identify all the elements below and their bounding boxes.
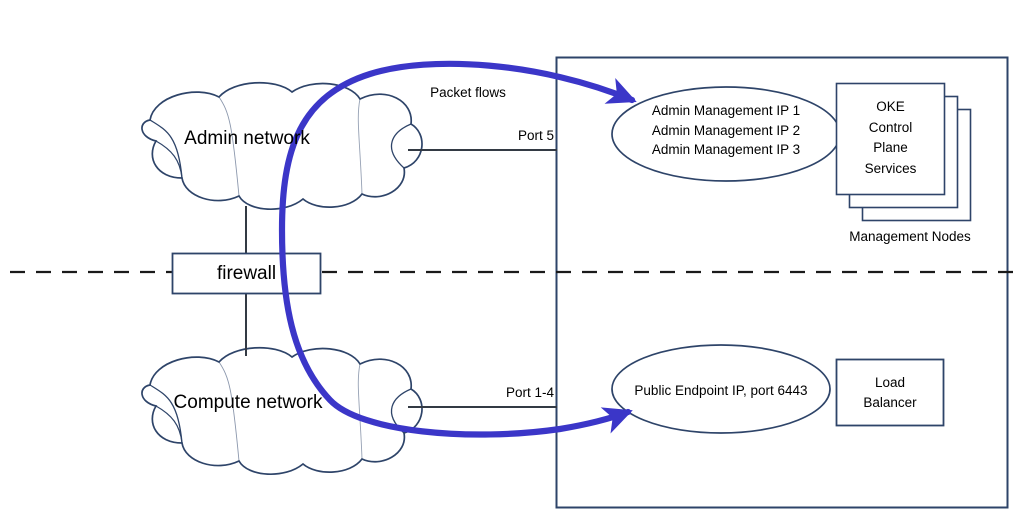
management-nodes-caption: Management Nodes <box>849 229 971 244</box>
compute-network-label: Compute network <box>173 392 323 413</box>
packet-flows-label: Packet flows <box>430 85 506 100</box>
compute-cloud-seam-d <box>357 363 363 460</box>
packet-flow-arrow-path <box>278 60 637 438</box>
admin-cloud-seam-e <box>390 123 412 169</box>
oke-control-plane-services-label: OKE Control Plane Services <box>864 99 917 176</box>
firewall-box <box>171 252 322 295</box>
admin-cloud-seam-c <box>218 96 240 197</box>
admin-cloud-seam-d <box>357 98 363 195</box>
management-node-box-front <box>835 82 946 196</box>
firewall-label: firewall <box>216 263 277 284</box>
load-balancer-label: Load Balancer <box>863 375 917 411</box>
port-1-4-label: Port 1-4 <box>505 385 554 400</box>
admin-cloud-seam-a <box>149 119 183 179</box>
management-region-boundary <box>555 56 1009 509</box>
admin-management-ip-list: Admin Management IP 1 Admin Management I… <box>651 103 801 158</box>
compute-cloud-seam-a <box>149 384 183 444</box>
admin-cloud-seam-b <box>155 140 183 179</box>
port-5-label: Port 5 <box>517 128 554 143</box>
public-endpoint-ip-label: Public Endpoint IP, port 6443 <box>634 383 808 398</box>
compute-cloud-seam-c <box>218 361 240 462</box>
compute-cloud-seam-b <box>155 405 183 444</box>
admin-network-label: Admin network <box>184 128 310 149</box>
load-balancer-box <box>835 358 945 427</box>
